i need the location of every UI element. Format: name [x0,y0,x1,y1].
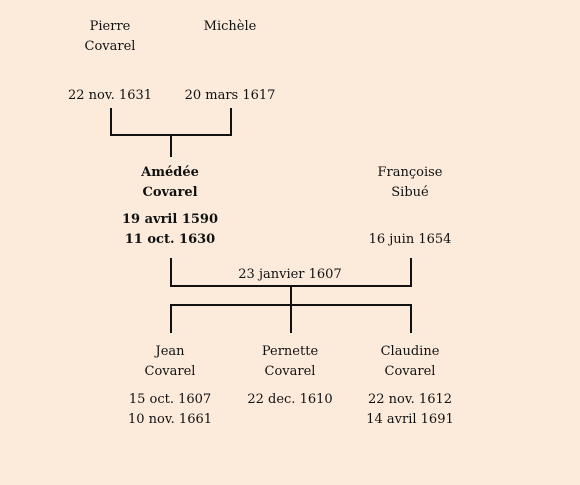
person-claudine-covarel-name: Claudine Covarel [340,342,480,382]
last-name: Covarel [142,185,198,200]
last-name: Covarel [264,364,316,379]
person-michele-name: Michèle [160,17,300,37]
last-name: Sibué [391,185,429,200]
person-francoise-sibue-dates: 16 juin 1654 [340,230,480,250]
death-date: 16 juin 1654 [368,232,452,247]
person-pierre-covarel-name: Pierre Covarel [40,17,180,57]
death-date: 11 oct. 1630 [124,232,216,247]
last-name: Covarel [144,364,196,379]
person-francoise-sibue-name: Françoise Sibué [340,163,480,203]
grandparents-bracket [110,108,232,136]
last-name: Covarel [384,364,436,379]
first-name: Claudine [380,344,440,359]
person-pernette-covarel-name: Pernette Covarel [220,342,360,382]
person-amedee-covarel-name: Amédée Covarel [100,163,240,203]
death-date: 22 nov. 1631 [67,88,153,103]
first-name: Amédée [141,165,199,180]
first-name: Françoise [377,165,443,180]
date: 22 dec. 1610 [247,392,333,407]
birth-date: 15 oct. 1607 [128,392,212,407]
death-date: 20 mars 1617 [184,88,276,103]
person-pernette-covarel-dates: 22 dec. 1610 [220,390,360,410]
person-pierre-covarel-dates: 22 nov. 1631 [40,86,180,106]
person-claudine-covarel-dates: 22 nov. 1612 14 avril 1691 [340,390,480,430]
person-jean-covarel-name: Jean Covarel [100,342,240,382]
marriage-date: 23 janvier 1607 [238,267,342,282]
birth-date: 19 avril 1590 [121,212,219,227]
person-michele-dates: 20 mars 1617 [160,86,300,106]
first-name: Michèle [203,19,257,34]
first-name: Pierre [89,19,131,34]
death-date: 10 nov. 1661 [127,412,213,427]
death-date: 14 avril 1691 [366,412,454,427]
last-name: Covarel [84,39,136,54]
person-amedee-covarel-dates: 19 avril 1590 11 oct. 1630 [100,210,240,250]
first-name: Jean [155,344,185,359]
birth-date: 22 nov. 1612 [367,392,453,407]
person-jean-covarel-dates: 15 oct. 1607 10 nov. 1661 [100,390,240,430]
first-name: Pernette [261,344,319,359]
